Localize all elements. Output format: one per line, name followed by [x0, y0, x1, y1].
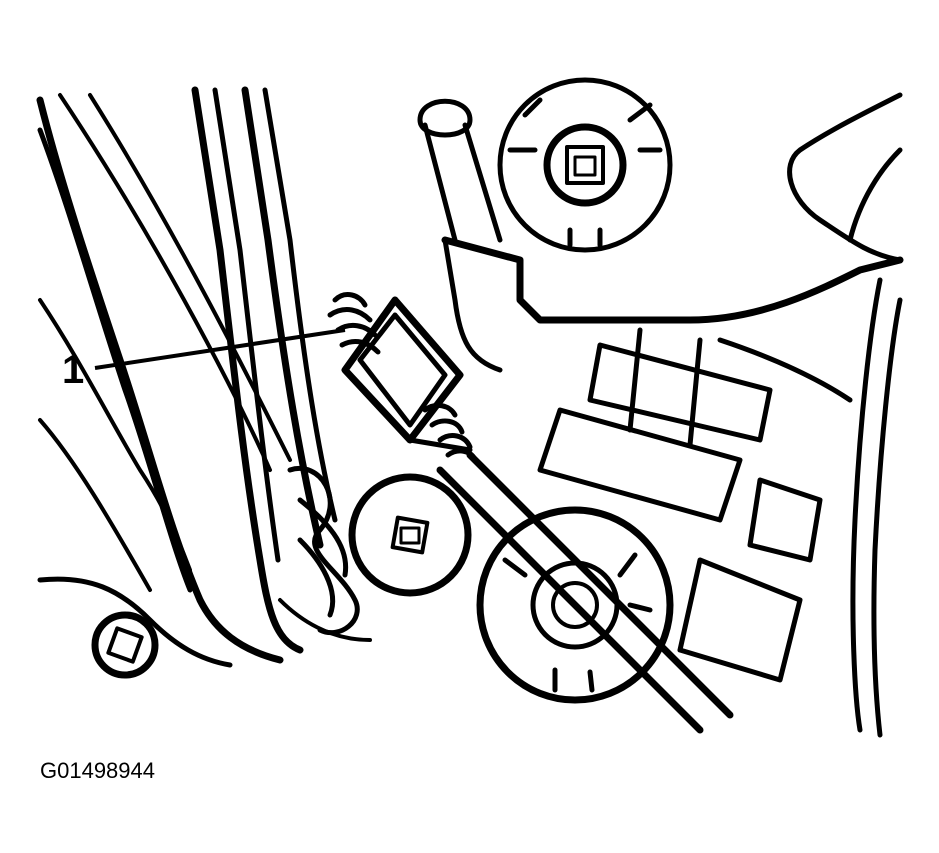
callout-leader-line — [94, 328, 346, 370]
idler-pulley — [348, 473, 472, 597]
component-1-sensor — [327, 292, 479, 465]
left-housing — [36, 96, 284, 668]
tensioner-arm — [407, 437, 734, 734]
upper-pulley — [497, 77, 673, 253]
drive-belt — [58, 86, 338, 654]
tensioner-spring — [278, 465, 372, 642]
figure-id-label: G01498944 — [40, 758, 155, 783]
engine-bracket — [441, 92, 904, 738]
top-pivot-boss — [417, 98, 503, 243]
mounting-bolt — [91, 611, 159, 679]
callout-number-label: 1 — [62, 348, 84, 392]
